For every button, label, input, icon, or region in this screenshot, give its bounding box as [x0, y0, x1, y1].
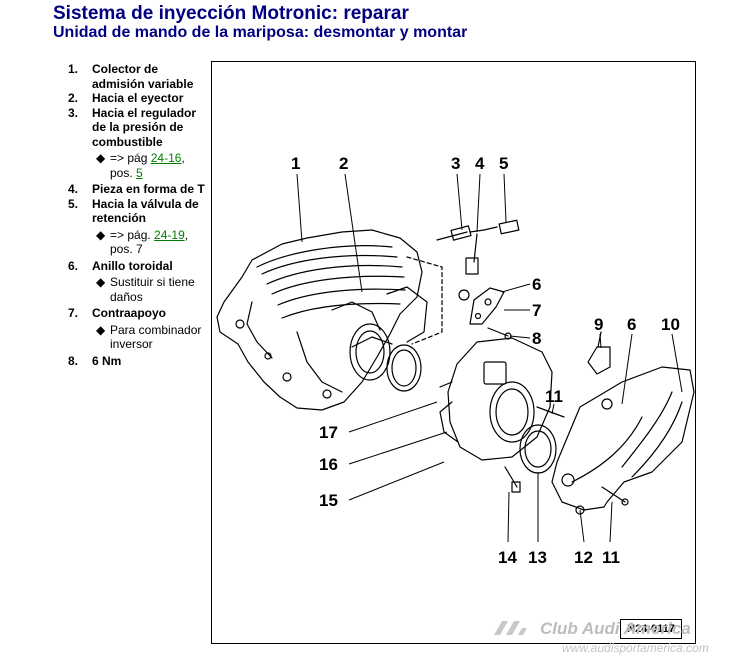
legend-item-8: 8. 6 Nm [68, 354, 208, 369]
callout-7: 7 [532, 301, 541, 320]
legend-text: Contraapoyo [92, 306, 167, 320]
legend-subnote-3: ◆ => pág 24-16, pos. 5 [68, 151, 208, 180]
watermark-url: www.audisportamerica.com [562, 641, 709, 655]
legend-item-3: 3. Hacia el regulador de la presión de c… [68, 106, 208, 150]
watermark: Club Audi America www.audisportamerica.c… [490, 610, 737, 657]
parts-legend: 1. Colector de admisión variable 2. Haci… [68, 62, 208, 368]
legend-text: Hacia el eyector [92, 91, 184, 105]
throttle-body-exploded-drawing: 1 2 3 4 5 6 7 8 9 6 10 11 17 16 15 14 13… [216, 154, 695, 567]
drawing-linework [216, 219, 695, 515]
legend-number: 5. [68, 196, 79, 211]
page-subtitle: Unidad de mando de la mariposa: desmonta… [53, 24, 468, 41]
legend-text: Hacia la válvula de retención [92, 196, 199, 226]
legend-item-1: 1. Colector de admisión variable [68, 62, 208, 91]
callout-17: 17 [319, 423, 338, 442]
callout-13: 13 [528, 548, 547, 567]
legend-item-7: 7. Contraapoyo [68, 306, 208, 321]
legend-subnote-7: ◆ Para combinador inversor [68, 323, 208, 352]
legend-text: Pieza en forma de T [92, 182, 205, 196]
legend-item-2: 2. Hacia el eyector [68, 91, 208, 106]
callout-9: 9 [594, 315, 603, 334]
legend-text: Hacia el regulador de la presión de comb… [92, 105, 197, 149]
callout-16: 16 [319, 455, 338, 474]
callout-3: 3 [451, 154, 460, 173]
page-title: Sistema de inyección Motronic: reparar [53, 3, 409, 24]
throttle-body-outline [447, 337, 553, 461]
watermark-name: Club Audi America [540, 619, 691, 638]
club-logo-icon [494, 621, 527, 635]
legend-number: 8. [68, 353, 79, 368]
callout-6b: 6 [627, 315, 636, 334]
callout-11: 11 [545, 387, 563, 406]
callout-2: 2 [339, 154, 348, 173]
legend-number: 7. [68, 306, 79, 320]
callout-11b: 11 [602, 548, 620, 567]
diamond-bullet-icon: ◆ [96, 322, 106, 337]
ref-mid: , pos. [110, 151, 185, 180]
legend-number: 6. [68, 258, 79, 273]
callout-5: 5 [499, 154, 508, 173]
diamond-bullet-icon: ◆ [96, 151, 106, 165]
legend-subnote-6: ◆ Sustituir si tiene daños [68, 275, 208, 304]
legend-number: 2. [68, 91, 79, 105]
legend-text: Anillo toroidal [92, 258, 173, 273]
legend-item-5: 5. Hacia la válvula de retención [68, 197, 208, 226]
callout-15: 15 [319, 491, 338, 510]
legend-text: 6 Nm [92, 353, 122, 368]
legend-text: Colector de admisión variable [92, 62, 194, 91]
position-link-5[interactable]: 5 [136, 165, 143, 180]
page-link-24-19[interactable]: 24-19 [154, 227, 185, 242]
legend-number: 4. [68, 182, 79, 196]
intake-duct-outline [551, 366, 695, 511]
legend-subnote-5: ◆ => pág. 24-19, pos. 7 [68, 228, 208, 257]
legend-note: Para combinador inversor [110, 322, 202, 352]
exploded-view-figure: 1 2 3 4 5 6 7 8 9 6 10 11 17 16 15 14 13… [211, 61, 696, 644]
legend-item-4: 4. Pieza en forma de T [68, 182, 208, 197]
callout-6: 6 [532, 275, 541, 294]
legend-note: Sustituir si tiene daños [110, 275, 195, 304]
figure-code-label: N24-0117 [620, 619, 682, 639]
callout-1: 1 [291, 154, 300, 173]
manifold-outline [216, 229, 423, 411]
legend-item-6: 6. Anillo toroidal [68, 259, 208, 274]
callout-labels: 1 2 3 4 5 6 7 8 9 6 10 11 17 16 15 14 13… [291, 154, 680, 567]
callout-12: 12 [574, 548, 593, 567]
legend-number: 1. [68, 62, 79, 76]
callout-14: 14 [498, 548, 517, 567]
diamond-bullet-icon: ◆ [96, 227, 106, 242]
callout-10: 10 [661, 315, 680, 334]
callout-8: 8 [532, 329, 541, 348]
callout-4: 4 [475, 154, 485, 173]
ref-prefix: => pág. [110, 227, 155, 242]
ref-prefix: => pág [110, 151, 151, 165]
diamond-bullet-icon: ◆ [96, 275, 106, 289]
ref-mid: , pos. 7 [110, 227, 189, 257]
page-link-24-16[interactable]: 24-16 [150, 151, 182, 165]
legend-number: 3. [68, 105, 79, 120]
leader-lines [296, 173, 683, 543]
